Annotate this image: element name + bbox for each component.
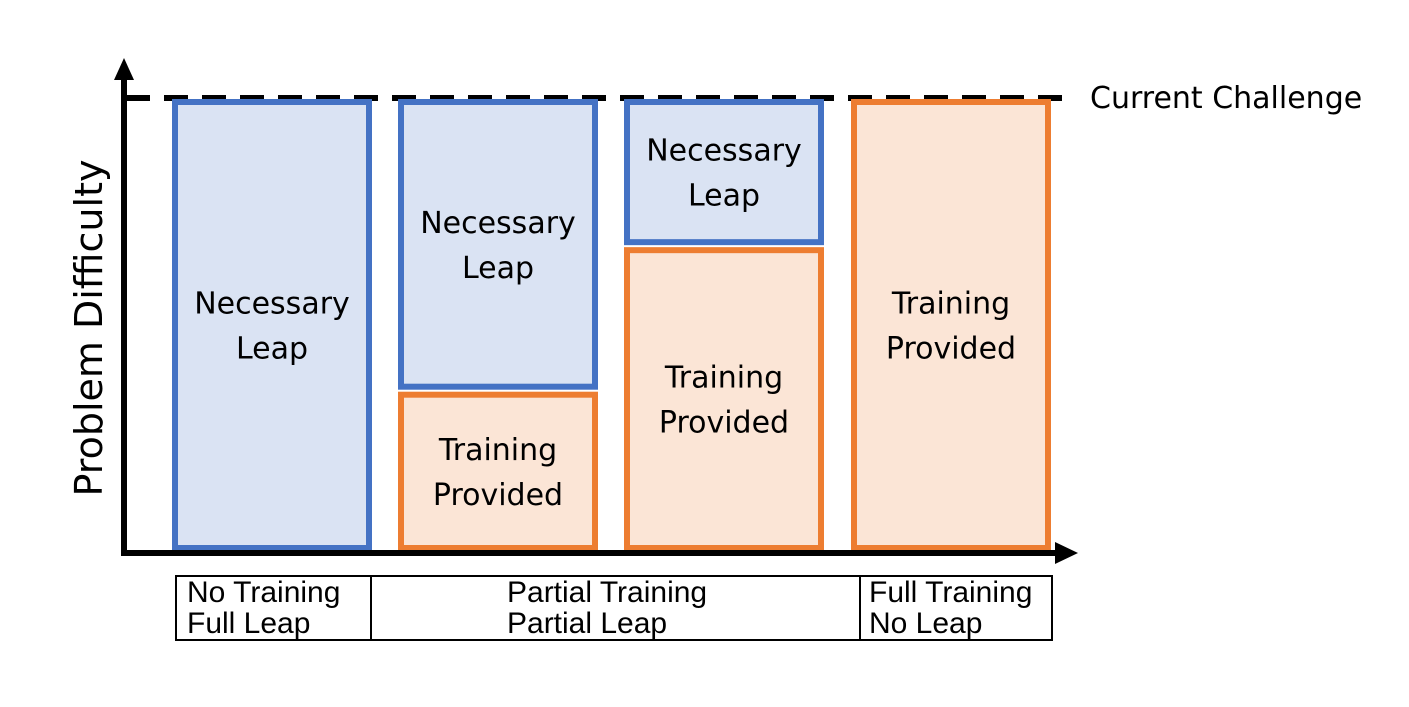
columns-group: NecessaryLeapNecessaryLeapTrainingProvid…	[172, 99, 1051, 552]
necessary-leap-box-col1	[172, 99, 372, 551]
necessary-leap-text-col3: Leap	[688, 179, 760, 214]
category-no-training: No Training Full Leap	[177, 577, 370, 639]
necessary-leap-text-col2: Leap	[462, 251, 534, 286]
training-provided-text-col2: Training	[438, 433, 557, 468]
necessary-leap-text-col1: Leap	[236, 332, 308, 367]
necessary-leap-box-col2	[398, 99, 598, 390]
y-axis-label: Problem Difficulty	[67, 160, 111, 497]
category-line-2: No Leap	[869, 607, 983, 640]
training-provided-text-col2: Provided	[433, 478, 563, 513]
training-provided-box-col2	[398, 391, 598, 552]
necessary-leap-text-col3: Necessary	[646, 134, 802, 169]
necessary-leap-text-col1: Necessary	[194, 287, 350, 322]
category-line-2: Partial Leap	[507, 607, 668, 640]
category-line-1: Partial Training	[507, 576, 708, 609]
necessary-leap-box-col3	[624, 99, 824, 246]
category-line-1: Full Training	[869, 576, 1033, 609]
training-provided-text-col3: Training	[664, 361, 783, 396]
training-provided-text-col3: Provided	[659, 406, 789, 441]
category-line-1: No Training	[187, 576, 341, 609]
category-partial-training: Partial Training Partial Leap	[370, 577, 859, 639]
current-challenge-label: Current Challenge	[1090, 81, 1362, 116]
category-full-training: Full Training No Leap	[859, 577, 1051, 639]
training-provided-text-col4: Training	[891, 287, 1010, 322]
training-provided-text-col4: Provided	[886, 332, 1016, 367]
x-axis-arrowhead	[1055, 542, 1078, 564]
training-provided-box-col4	[851, 99, 1051, 551]
category-table: No Training Full Leap Partial Training P…	[175, 575, 1053, 641]
y-axis-arrowhead	[114, 58, 134, 80]
category-line-2: Full Leap	[187, 607, 311, 640]
training-provided-box-col3	[624, 247, 824, 551]
necessary-leap-text-col2: Necessary	[420, 206, 576, 241]
